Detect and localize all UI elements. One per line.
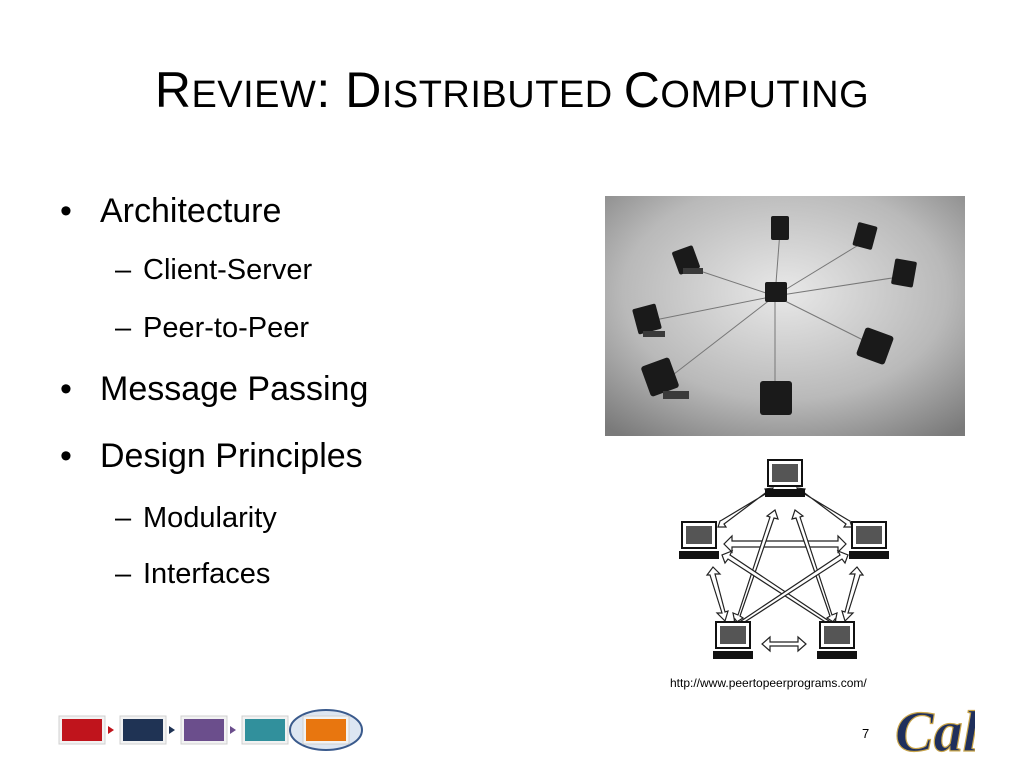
nav-arrow-icon xyxy=(169,726,175,734)
sub-bullet-item: –Interfaces xyxy=(115,556,270,592)
bullet-text: Message Passing xyxy=(100,370,369,408)
nav-step-5[interactable] xyxy=(306,719,346,741)
sub-bullet-item: –Peer-to-Peer xyxy=(115,310,309,346)
bullet-text: Peer-to-Peer xyxy=(143,312,310,344)
nav-arrow-icon xyxy=(230,726,236,734)
cal-logo: Cal xyxy=(893,695,980,765)
bullet-marker: – xyxy=(115,312,132,344)
title-segment: R xyxy=(154,62,192,118)
network-star-photo xyxy=(605,196,965,436)
bullet-item: • Architecture xyxy=(60,190,281,232)
bullet-marker: – xyxy=(115,502,132,534)
navigation-step-bar xyxy=(58,708,378,752)
nav-step-1[interactable] xyxy=(62,719,102,741)
bullet-marker: – xyxy=(115,558,132,590)
sub-bullet-item: –Modularity xyxy=(115,500,277,536)
bullet-text: Interfaces xyxy=(143,558,271,590)
bullet-text: Architecture xyxy=(100,192,282,230)
logo-text: Cal xyxy=(895,699,975,764)
bullet-item: • Message Passing xyxy=(60,368,368,410)
title-segment: : xyxy=(316,62,346,118)
title-segment: D xyxy=(345,62,382,118)
sub-bullet-item: –Client-Server xyxy=(115,252,312,288)
nav-step-2[interactable] xyxy=(123,719,163,741)
title-segment: OMPUTING xyxy=(660,74,870,116)
page-number: 7 xyxy=(862,726,870,741)
title-segment: C xyxy=(623,62,661,118)
nav-step-4[interactable] xyxy=(245,719,285,741)
bullet-marker: • xyxy=(60,370,72,408)
bullet-marker: • xyxy=(60,437,72,475)
title-segment: ISTRIBUTED xyxy=(381,74,624,116)
nav-step-3[interactable] xyxy=(184,719,224,741)
bullet-text: Client-Server xyxy=(143,254,313,286)
peer-to-peer-diagram xyxy=(670,455,900,670)
nav-arrow-icon xyxy=(108,726,114,734)
bullet-marker: – xyxy=(115,254,132,286)
title-segment: EVIEW xyxy=(191,74,317,116)
bullet-text: Modularity xyxy=(143,502,277,534)
computer-icon-top xyxy=(765,459,805,497)
image-caption-url[interactable]: http://www.peertopeerprograms.com/ xyxy=(670,676,867,690)
bullet-item: • Design Principles xyxy=(60,435,363,477)
bullet-marker: • xyxy=(60,192,72,230)
slide-title: REVIEW: DISTRIBUTED COMPUTING xyxy=(0,62,1024,123)
bullet-text: Design Principles xyxy=(100,437,363,475)
